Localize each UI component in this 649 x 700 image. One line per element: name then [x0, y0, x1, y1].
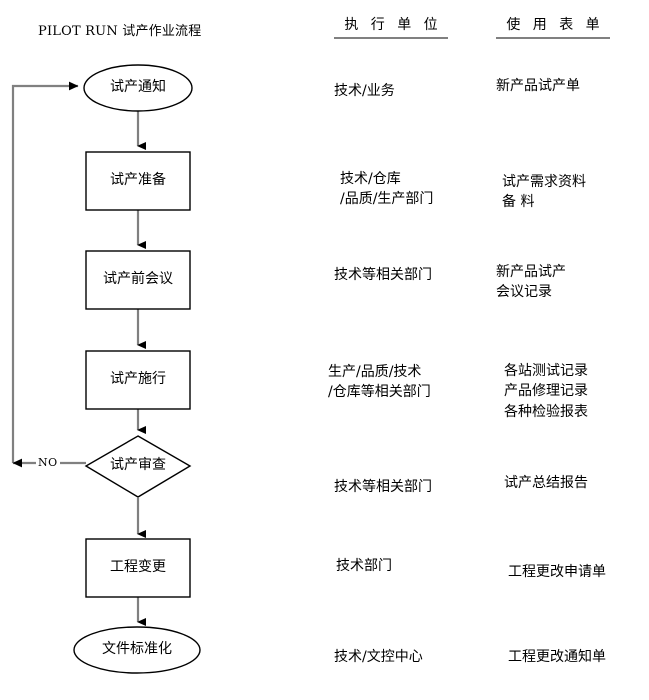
- column-header-form: 使 用 表 单: [496, 14, 614, 39]
- node-label-standard: 文件标准化: [102, 641, 172, 657]
- page-title: PILOT RUN 试产作业流程: [38, 20, 201, 39]
- form-cell-change: 工程更改申请单: [508, 564, 606, 580]
- exec-cell-premeeting: 技术等相关部门: [334, 267, 432, 283]
- column-header-form-label: 使 用 表 单: [506, 17, 604, 33]
- exec-cell-execute: 生产/品质/技术 /仓库等相关部门: [328, 364, 431, 401]
- node-label-prepare: 试产准备: [110, 172, 166, 188]
- node-shape-premeeting: [85, 250, 191, 310]
- page-title-cjk: 试产作业流程: [122, 24, 202, 39]
- exec-cell-standard: 技术/文控中心: [334, 649, 423, 665]
- page-title-en: PILOT RUN: [38, 24, 118, 39]
- node-shape-review: [84, 435, 192, 498]
- node-label-review: 试产审查: [110, 457, 166, 473]
- form-cell-execute: 各站测试记录 产品修理记录 各种检验报表: [504, 363, 588, 420]
- exec-cell-review: 技术等相关部门: [334, 479, 432, 495]
- node-shape-prepare: [85, 151, 191, 211]
- edge-loop-arrowhead: [12, 458, 22, 468]
- form-cell-review: 试产总结报告: [504, 475, 588, 491]
- form-cell-prepare: 试产需求资料 备 料: [502, 174, 586, 211]
- node-label-notice: 试产通知: [110, 79, 166, 95]
- node-shape-execute: [85, 350, 191, 410]
- column-header-exec-unit-label: 执 行 单 位: [344, 17, 442, 33]
- form-cell-standard: 工程更改通知单: [508, 649, 606, 665]
- node-label-change: 工程变更: [110, 559, 166, 575]
- form-cell-premeeting: 新产品试产 会议记录: [496, 264, 566, 301]
- exec-cell-notice: 技术/业务: [334, 83, 395, 99]
- edge-loop-rail: [11, 81, 79, 463]
- node-label-premeeting: 试产前会议: [103, 271, 173, 287]
- node-label-execute: 试产施行: [110, 371, 166, 387]
- exec-cell-prepare: 技术/仓库 /品质/生产部门: [340, 171, 434, 208]
- node-shape-standard: [73, 626, 201, 674]
- edge-label-no: NO: [36, 456, 60, 469]
- column-header-exec-rule: [334, 37, 448, 39]
- form-cell-notice: 新产品试产单: [496, 78, 580, 94]
- exec-cell-change: 技术部门: [336, 558, 392, 574]
- column-header-exec-unit: 执 行 单 位: [334, 14, 452, 39]
- node-shape-change: [85, 538, 191, 598]
- node-shape-notice: [83, 64, 193, 112]
- column-header-form-rule: [496, 37, 610, 39]
